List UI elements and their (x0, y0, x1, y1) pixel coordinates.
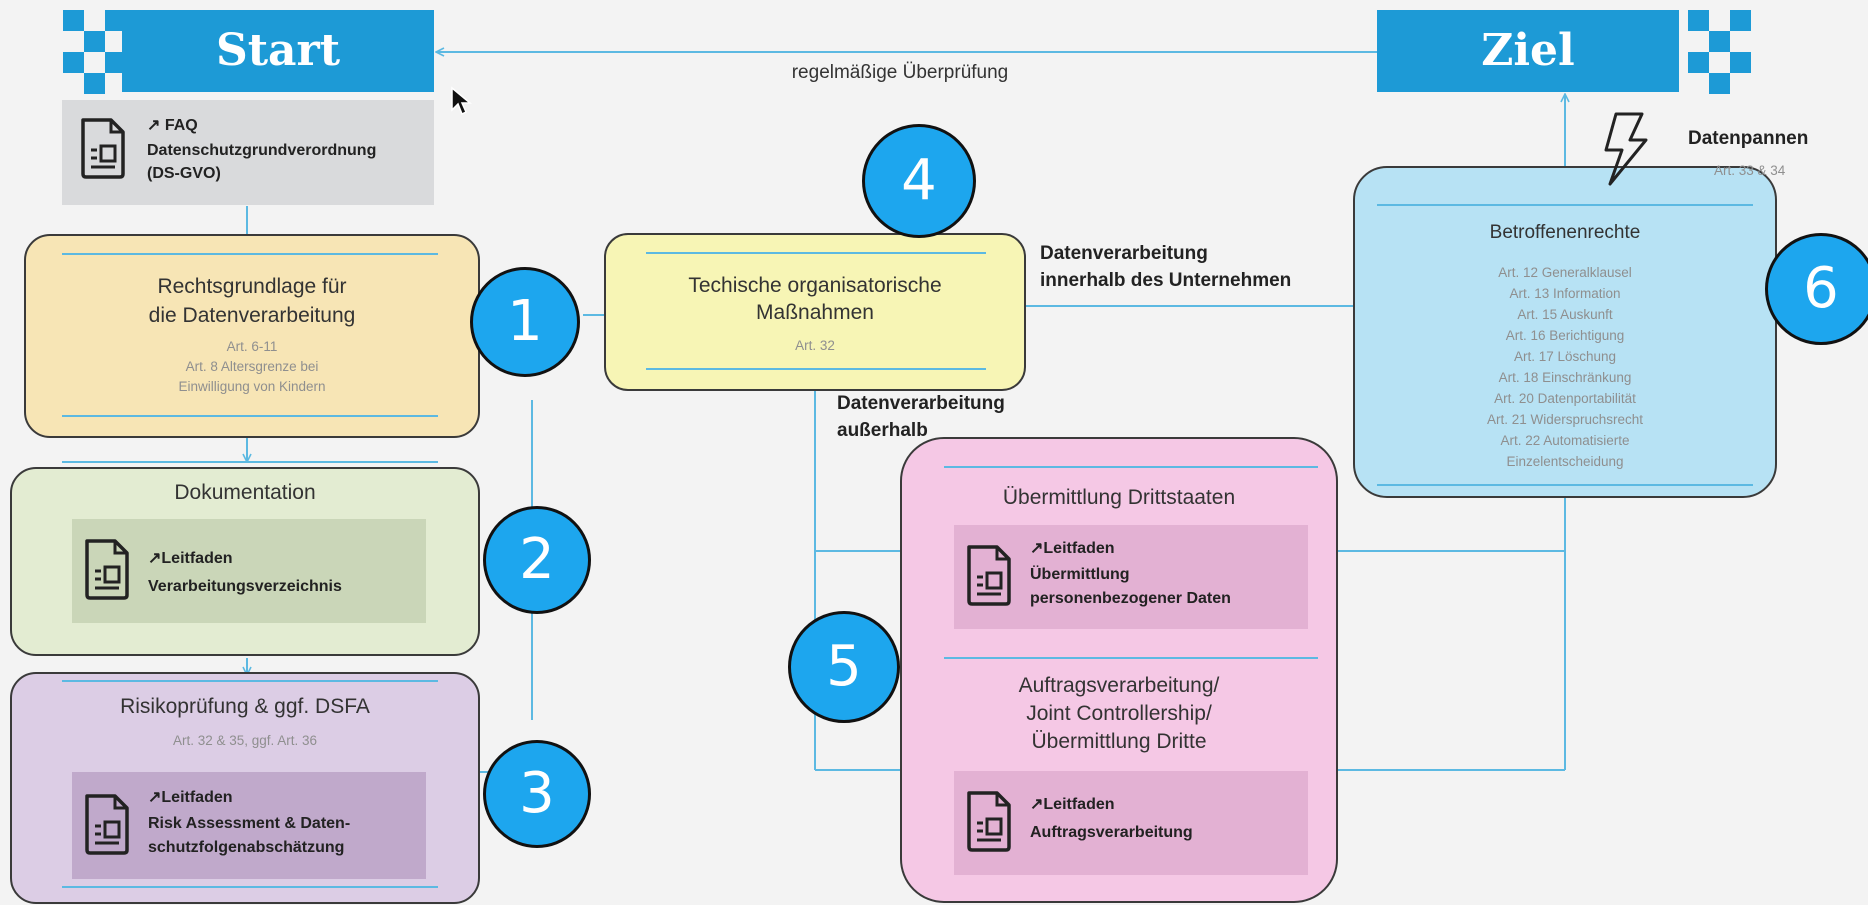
art-item: Art. 21 Widerspruchsrecht (1486, 412, 1644, 427)
tom-title-1: Techische organisatorische (688, 274, 942, 297)
start-banner: Start (122, 10, 434, 92)
step-5-circle: 5 (788, 611, 900, 723)
risikopruefung-title: Risikoprüfung & ggf. DSFA (120, 695, 370, 718)
risikopruefung-box: Risikoprüfung & ggf. DSFA Art. 32 & 35, … (10, 672, 480, 904)
start-label: Start (215, 25, 341, 76)
outside-label-2: außerhalb (837, 420, 928, 441)
dokumentation-title: Dokumentation (174, 481, 316, 504)
dritt-title: Übermittlung Drittstaaten (1002, 486, 1236, 509)
uebermittlung-doc[interactable]: ↗Leitfaden Übermittlung personenbezogene… (954, 525, 1308, 629)
ziel-banner: Ziel (1377, 10, 1679, 92)
external-link-icon: ↗ (1030, 796, 1044, 813)
step-2-circle: 2 (483, 506, 591, 614)
risiko-doc-2: schutzfolgenabschätzung (148, 839, 345, 856)
outside-label-1: Datenverarbeitung (837, 393, 1005, 414)
drittstaaten-box: Übermittlung Drittstaaten ↗Leitfaden Übe… (900, 437, 1338, 903)
art-item: Art. 13 Information (1509, 286, 1621, 301)
tom-art: Art. 32 (795, 338, 835, 353)
art-item: Art. 17 Löschung (1513, 349, 1617, 364)
auftrag-link[interactable]: ↗Leitfaden (1030, 793, 1115, 817)
document-icon (967, 545, 1011, 606)
risiko-doc-1: Risk Assessment & Daten- (148, 815, 351, 832)
external-link-icon: ↗ (148, 550, 162, 567)
external-link-icon: ↗ (147, 117, 161, 134)
tom-box: Techische organisatorische Maßnahmen Art… (604, 233, 1026, 391)
lightning-icon (1604, 112, 1648, 186)
datenpannen-title: Datenpannen (1688, 128, 1809, 149)
tom-title-2: Maßnahmen (756, 301, 874, 324)
document-icon (81, 118, 125, 179)
risikopruefung-art: Art. 32 & 35, ggf. Art. 36 (172, 733, 318, 748)
document-icon (85, 539, 129, 600)
rechtsgrundlage-title-1: Rechtsgrundlage für (157, 275, 347, 298)
art-item: Art. 16 Berichtigung (1505, 328, 1625, 343)
dritt-doc-2: personenbezogener Daten (1030, 590, 1231, 607)
doku-link-label: Leitfaden (161, 550, 233, 567)
dokumentation-box: Dokumentation ↗Leitfaden Verarbeitungsve… (10, 461, 480, 656)
auftragsverarbeitung-doc[interactable]: ↗Leitfaden Auftragsverarbeitung (954, 771, 1308, 875)
auftrag-title-1: Auftragsverarbeitung/ (1018, 674, 1220, 697)
rechtsgrundlage-box: Rechtsgrundlage für die Datenverarbeitun… (24, 234, 480, 438)
betroffenenrechte-box: Betroffenenrechte Art. 12 Generalklausel… (1353, 166, 1777, 498)
datenpannen-art: Art. 33 & 34 (1714, 163, 1786, 178)
betroffenenrechte-title: Betroffenenrechte (1489, 222, 1641, 243)
betroffenenrechte-art-list: Art. 12 Generalklausel Art. 13 Informati… (1355, 262, 1775, 472)
rechtsgrundlage-title-2: die Datenverarbeitung (148, 304, 356, 327)
doku-doc-label: Verarbeitungsverzeichnis (148, 578, 342, 595)
rechtsgrundlage-art-1: Art. 6-11 (226, 339, 278, 354)
step-3-circle: 3 (483, 740, 591, 848)
rechtsgrundlage-art-2: Art. 8 Altersgrenze bei (185, 359, 319, 374)
auftrag-link-label: Leitfaden (1043, 796, 1115, 813)
art-item: Art. 12 Generalklausel (1498, 265, 1632, 280)
doku-link[interactable]: ↗Leitfaden (148, 547, 233, 571)
faq-title-2: (DS-GVO) (147, 165, 221, 182)
inside-label-2: innerhalb des Unternehmen (1040, 270, 1292, 291)
art-item: Einzelentscheidung (1506, 454, 1624, 469)
art-item: Art. 18 Einschränkung (1498, 370, 1632, 385)
external-link-icon: ↗ (148, 789, 162, 806)
faq-title-1: Datenschutzgrundverordnung (147, 142, 377, 159)
auftrag-doc: Auftragsverarbeitung (1030, 824, 1193, 841)
rechtsgrundlage-art-3: Einwilligung von Kindern (178, 379, 326, 394)
art-item: Art. 22 Automatisierte (1500, 433, 1630, 448)
review-label: regelmäßige Überprüfung (791, 62, 1009, 83)
dritt-doc-1: Übermittlung (1030, 566, 1130, 583)
risk-assessment-doc[interactable]: ↗Leitfaden Risk Assessment & Daten- schu… (72, 772, 426, 879)
step-4-circle: 4 (862, 124, 976, 238)
verarbeitungsverzeichnis-doc[interactable]: ↗Leitfaden Verarbeitungsverzeichnis (72, 519, 426, 623)
risiko-link-label: Leitfaden (161, 789, 233, 806)
inside-label-1: Datenverarbeitung (1040, 243, 1208, 264)
document-icon (967, 791, 1011, 852)
art-item: Art. 15 Auskunft (1517, 307, 1613, 322)
auftrag-title-2: Joint Controllership/ (1026, 702, 1212, 725)
document-icon (85, 794, 129, 855)
step-6-circle: 6 (1765, 233, 1868, 345)
art-item: Art. 20 Datenportabilität (1494, 391, 1636, 406)
risiko-link[interactable]: ↗Leitfaden (148, 786, 233, 810)
external-link-icon: ↗ (1030, 540, 1044, 557)
faq-link[interactable]: ↗ FAQ (147, 114, 198, 138)
step-1-circle: 1 (470, 267, 580, 377)
faq-box: ↗ FAQ Datenschutzgrundverordnung (DS-GVO… (62, 100, 434, 205)
ziel-label: Ziel (1481, 25, 1575, 76)
dritt-link-label: Leitfaden (1043, 540, 1115, 557)
dritt-link[interactable]: ↗Leitfaden (1030, 537, 1115, 561)
faq-link-label: FAQ (164, 117, 198, 134)
auftrag-title-3: Übermittlung Dritte (1031, 730, 1207, 753)
mouse-cursor-icon (451, 86, 472, 116)
